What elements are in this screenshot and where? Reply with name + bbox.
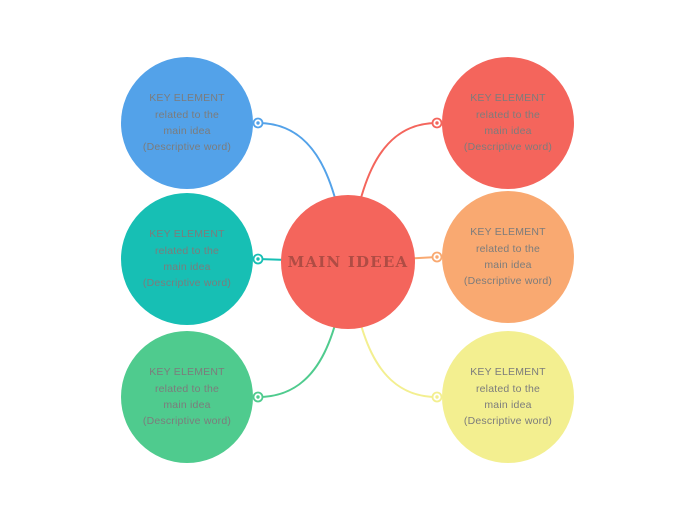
center-node[interactable]: MAIN IDEEA: [281, 195, 415, 329]
connector-endpoint-middle-right: [431, 251, 443, 263]
node-middle-right[interactable]: KEY ELEMENT related to the main idea (De…: [442, 191, 574, 323]
node-top-left[interactable]: KEY ELEMENT related to the main idea (De…: [121, 57, 253, 189]
node-top-right[interactable]: KEY ELEMENT related to the main idea (De…: [442, 57, 574, 189]
connector-endpoint-bottom-right: [431, 391, 443, 403]
node-middle-left-label: KEY ELEMENT related to the main idea (De…: [142, 228, 232, 290]
connector-endpoint-bottom-left: [252, 391, 264, 403]
node-middle-right-label: KEY ELEMENT related to the main idea (De…: [463, 226, 553, 288]
center-node-label: MAIN IDEEA: [287, 253, 409, 271]
node-bottom-right-label: KEY ELEMENT related to the main idea (De…: [463, 366, 553, 428]
node-bottom-left[interactable]: KEY ELEMENT related to the main idea (De…: [121, 331, 253, 463]
connector-endpoint-top-left: [252, 117, 264, 129]
node-top-right-label: KEY ELEMENT related to the main idea (De…: [463, 92, 553, 154]
connector-endpoint-top-right: [431, 117, 443, 129]
node-bottom-right[interactable]: KEY ELEMENT related to the main idea (De…: [442, 331, 574, 463]
node-middle-left[interactable]: KEY ELEMENT related to the main idea (De…: [121, 193, 253, 325]
node-top-left-label: KEY ELEMENT related to the main idea (De…: [142, 92, 232, 154]
node-bottom-left-label: KEY ELEMENT related to the main idea (De…: [142, 366, 232, 428]
connector-endpoint-middle-left: [252, 253, 264, 265]
